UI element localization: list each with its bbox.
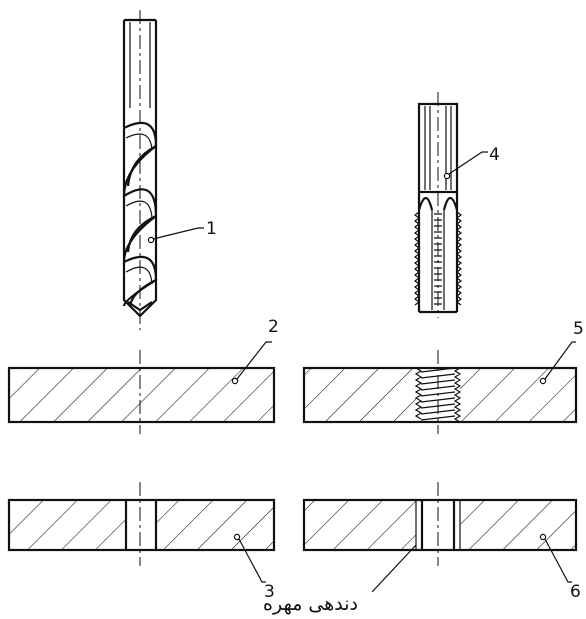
callout-2: 2	[268, 317, 279, 337]
plate-blank: 2	[7, 317, 279, 434]
callout-3: 3	[264, 582, 275, 602]
thread-caption: دندهی مهره	[263, 593, 358, 615]
plate-6-hatch-left	[304, 500, 416, 550]
callout-5: 5	[573, 319, 584, 339]
tap-thread-teeth	[414, 211, 462, 306]
plate-2-outline	[7, 366, 276, 424]
plate-5-outline	[302, 366, 578, 424]
plate-3-outline	[7, 498, 276, 552]
leader-dot-2	[231, 377, 239, 385]
caption-leader	[371, 544, 417, 593]
plate-6-outline	[302, 498, 578, 552]
leader-dot-1	[147, 236, 155, 244]
plate-5-hatch-right	[460, 368, 576, 422]
leader-line-4	[448, 151, 488, 175]
drill-flute-outline	[122, 112, 158, 318]
plate-5-thread	[414, 367, 462, 423]
leader-line-6	[544, 538, 572, 583]
leader-dot-4	[443, 172, 451, 180]
callout-4: 4	[489, 145, 500, 165]
plate-3-hatch-left	[9, 500, 126, 550]
leader-dot-3	[233, 533, 241, 541]
plate-threaded-view: 6	[302, 482, 581, 602]
callout-6: 6	[570, 582, 581, 602]
plate-drilled: 3	[7, 482, 276, 602]
leader-line-5	[544, 341, 576, 380]
leader-line-2	[236, 341, 272, 380]
callout-1: 1	[206, 219, 217, 239]
leader-line-1	[152, 227, 204, 240]
tap-flute-runout	[417, 196, 459, 211]
plate-3-hatch-right	[156, 500, 274, 550]
tap-shank	[417, 102, 459, 194]
plate-6-hatch-right	[460, 500, 576, 550]
drill-shank	[122, 18, 158, 112]
hand-tap: 4	[414, 92, 500, 318]
twist-drill: 1	[122, 10, 217, 330]
drill-point	[127, 301, 153, 312]
plate-threaded-section: 5	[302, 319, 584, 434]
plate-5-hatch-left	[304, 368, 416, 422]
leader-dot-6	[539, 533, 547, 541]
leader-dot-5	[539, 377, 547, 385]
leader-line-3	[238, 538, 266, 583]
plate-2-hatch	[9, 368, 274, 422]
